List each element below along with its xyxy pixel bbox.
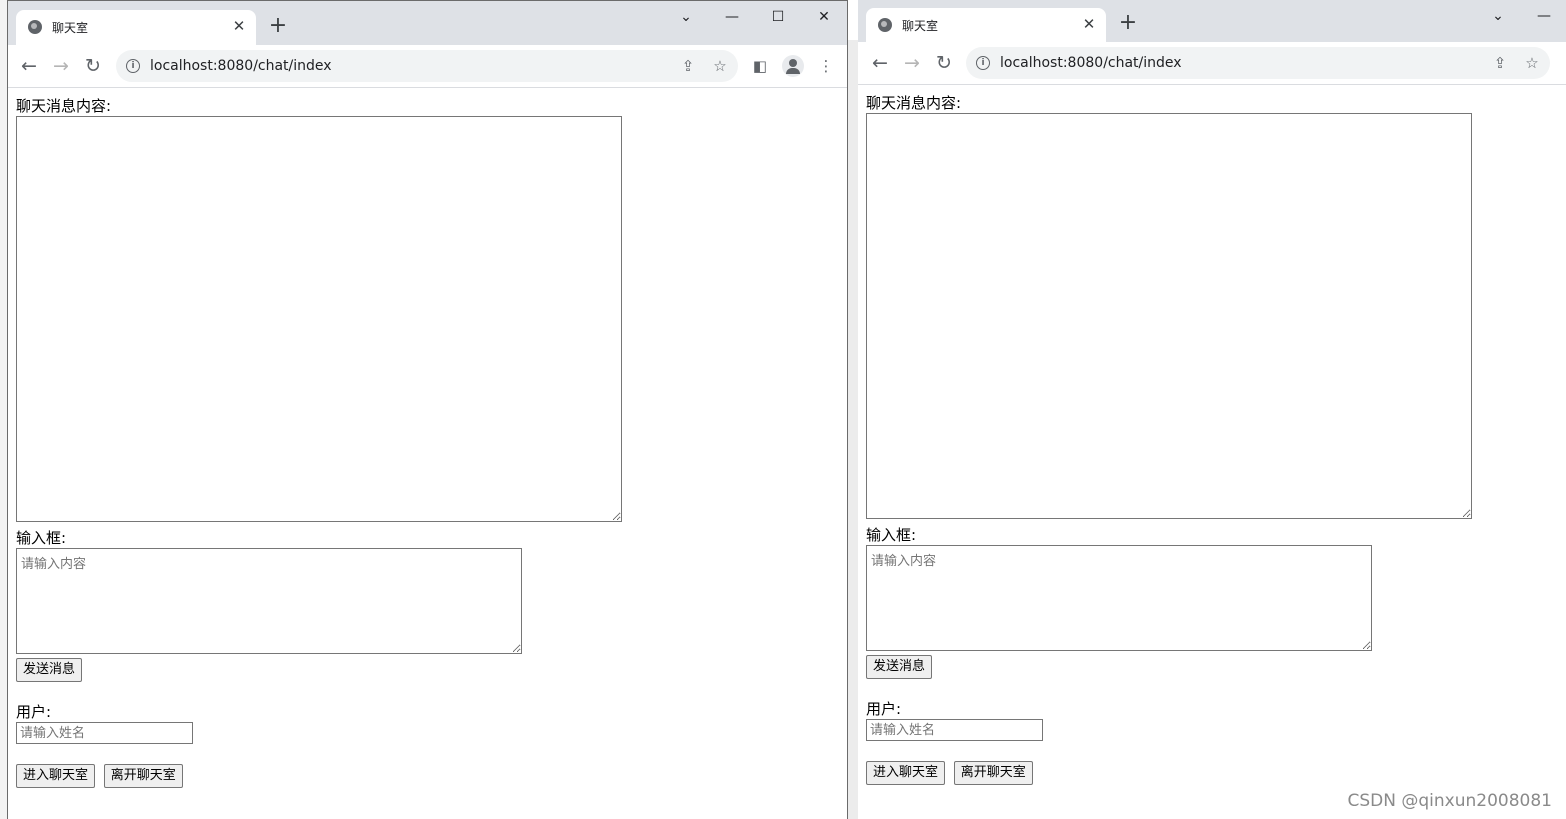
tab-title: 聊天室 [902,19,939,33]
username-input[interactable] [16,722,193,744]
share-icon[interactable]: ⇪ [681,57,695,75]
send-message-button[interactable]: 发送消息 [866,655,933,679]
message-input-textarea[interactable] [866,545,1372,651]
page-content: 聊天消息内容: 输入框: 发送消息 用户: 进入聊天室 离开聊天室 [16,96,847,819]
leave-room-button[interactable]: 离开聊天室 [953,761,1033,785]
chevron-down-icon[interactable]: ⌄ [1492,8,1504,24]
minimize-icon[interactable]: — [725,9,739,25]
side-panel-icon[interactable]: ◧ [752,57,768,75]
star-icon[interactable]: ☆ [1525,54,1539,72]
url-text: localhost:8080/chat/index [1000,55,1182,71]
info-icon[interactable]: i [976,56,990,70]
join-room-button[interactable]: 进入聊天室 [866,761,946,785]
tab-bar: 聊天室 ✕ + ⌄ — [858,0,1566,42]
forward-arrow-icon[interactable]: → [904,52,920,74]
browser-toolbar: ← → ↻ i localhost:8080/chat/index ⇪ ☆ ◧ … [8,45,847,88]
room-button-row: 进入聊天室 离开聊天室 [866,761,1566,785]
send-message-button[interactable]: 发送消息 [16,658,83,682]
log-label: 聊天消息内容: [866,94,962,112]
address-bar[interactable]: i localhost:8080/chat/index ⇪ ☆ [116,50,738,82]
new-tab-icon[interactable]: + [1118,10,1138,35]
close-tab-icon[interactable]: ✕ [232,17,246,35]
csdn-watermark: CSDN @qinxun2008081 [1347,791,1552,811]
profile-avatar-icon[interactable] [782,55,804,77]
reload-icon[interactable]: ↻ [85,55,101,77]
message-log-textarea[interactable] [16,116,622,522]
tab-chat-room[interactable]: 聊天室 ✕ [16,10,256,45]
username-input[interactable] [866,719,1043,741]
page-content: 聊天消息内容: 输入框: 发送消息 用户: 进入聊天室 离开聊天室 [866,93,1566,819]
tab-bar: 聊天室 ✕ + ⌄ — ☐ ✕ [8,1,847,45]
star-icon[interactable]: ☆ [713,57,727,75]
tab-title: 聊天室 [52,21,89,35]
join-room-button[interactable]: 进入聊天室 [16,764,96,788]
user-label: 用户: [866,700,902,718]
input-label: 输入框: [866,526,917,544]
background-window-strip-top [848,0,858,40]
new-tab-icon[interactable]: + [268,13,288,38]
globe-icon [878,18,892,32]
minimize-icon[interactable]: — [1537,8,1551,24]
more-menu-icon[interactable]: ⋮ [818,57,834,75]
leave-room-button[interactable]: 离开聊天室 [103,764,183,788]
share-icon[interactable]: ⇪ [1493,54,1507,72]
chevron-down-icon[interactable]: ⌄ [680,9,692,25]
reload-icon[interactable]: ↻ [936,52,952,74]
tab-chat-room[interactable]: 聊天室 ✕ [866,8,1106,42]
close-window-icon[interactable]: ✕ [818,9,830,25]
close-tab-icon[interactable]: ✕ [1082,15,1096,33]
maximize-icon[interactable]: ☐ [771,9,785,25]
browser-window-left: 聊天室 ✕ + ⌄ — ☐ ✕ ← → ↻ i localhost:8080/c… [7,0,848,819]
log-label: 聊天消息内容: [16,97,112,115]
forward-arrow-icon[interactable]: → [53,55,69,77]
background-window-strip [848,0,858,819]
message-log-textarea[interactable] [866,113,1472,519]
url-text: localhost:8080/chat/index [150,58,332,74]
address-bar[interactable]: i localhost:8080/chat/index ⇪ ☆ [966,47,1550,79]
room-button-row: 进入聊天室 离开聊天室 [16,764,847,788]
info-icon[interactable]: i [126,59,140,73]
user-label: 用户: [16,703,52,721]
back-arrow-icon[interactable]: ← [21,55,37,77]
browser-window-right: 聊天室 ✕ + ⌄ — ← → ↻ i localhost:8080/chat/… [858,0,1566,819]
browser-toolbar: ← → ↻ i localhost:8080/chat/index ⇪ ☆ [858,42,1566,85]
back-arrow-icon[interactable]: ← [872,52,888,74]
message-input-textarea[interactable] [16,548,522,654]
globe-icon [28,20,42,34]
input-label: 输入框: [16,529,67,547]
